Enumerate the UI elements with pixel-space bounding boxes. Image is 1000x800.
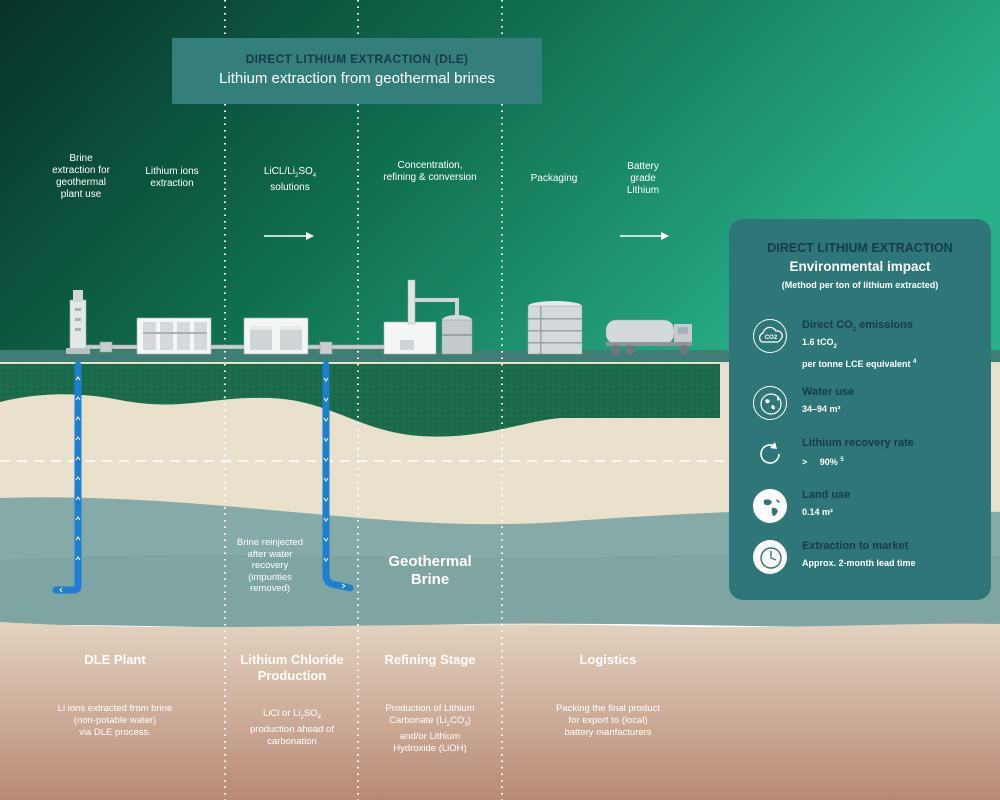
label-lithium-ions: Lithium ions extraction [145,166,199,189]
market-heading: Extraction to market [802,540,909,552]
wellhead-tower-icon [66,290,90,354]
arrow-right-icon-2 [620,232,669,240]
page-title: DIRECT LITHIUM EXTRACTION (DLE) [245,52,469,66]
market-value: Approx. 2-month lead time [802,558,916,568]
stage-desc-dle-plant: Li ions extracted from brine (non-potabl… [57,703,173,738]
refinery-icon [383,279,473,355]
label-brine-extraction: Brine extraction for geothermal plant us… [52,153,110,200]
impact-row-recovery: Lithium recovery rate > 90% 5 [729,437,991,485]
stage-title-refining: Refining Stage [384,652,476,667]
label-packaging: Packaging [530,173,578,184]
water-heading: Water use [802,386,855,398]
page-subtitle: Lithium extraction from geothermal brine… [219,70,495,87]
storage-tank-icon [527,301,583,355]
injection-well-pipe [322,361,354,592]
stage-title-logistics: Logistics [579,652,637,667]
title-box: DIRECT LITHIUM EXTRACTION (DLE) Lithium … [172,38,542,104]
impact-row-water: Water use 34–94 m³ [729,386,991,434]
svg-text:CO2: CO2 [765,335,778,341]
environmental-impact-panel: DIRECT LITHIUM EXTRACTION Environmental … [729,219,991,600]
impact-row-market: Extraction to market Approx. 2-month lea… [729,540,991,588]
water-value: 34–94 m³ [802,404,841,414]
earth-icon [753,489,787,523]
co2-heading: Direct CO2 emissions [802,319,913,334]
annotation-brine-reinjected: Brine reinjected after water recovery (i… [236,537,303,594]
annotation-geothermal-brine: Geothermal Brine [388,553,472,588]
dle-plant-building-icon [136,317,212,355]
stage-desc-logistics: Packing the final product for export to … [555,703,661,738]
land-value: 0.14 m² [802,507,834,517]
panel-note: (Method per ton of lithium extracted) [781,280,939,290]
panel-subtitle: Environmental impact [789,259,931,274]
label-battery-grade: Battery grade Lithium [626,161,660,196]
stage-title-lithium-chloride: Lithium Chloride Production [240,652,344,683]
co2-cloud-icon: CO2 [753,319,787,353]
grass-layer [0,364,720,437]
bottom-strata [0,622,1000,800]
recovery-heading: Lithium recovery rate [802,437,914,449]
recycle-arrow-icon [753,437,787,471]
recovery-value: > 90% 5 [802,457,844,467]
arrow-right-icon-1 [264,232,314,240]
tanker-truck-icon [605,319,692,355]
impact-row-land: Land use 0.14 m² [729,489,991,537]
production-well-pipe [52,361,82,594]
stage-title-dle-plant: DLE Plant [84,652,146,667]
licl-building-icon [243,317,309,355]
land-heading: Land use [802,489,851,501]
water-globe-icon [753,386,787,420]
clock-icon [753,540,787,574]
panel-title: DIRECT LITHIUM EXTRACTION [767,241,953,255]
label-concentration: Concentration, refining & conversion [383,160,477,183]
